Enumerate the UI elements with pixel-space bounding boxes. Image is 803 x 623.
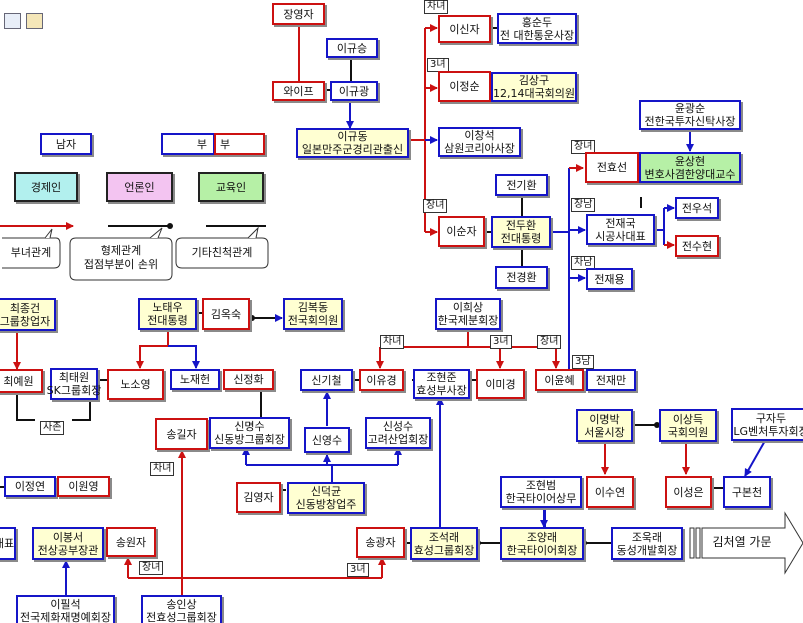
legend-couple-left: 부 xyxy=(161,133,215,155)
gimcheoyeol-arrow-shape xyxy=(689,511,803,575)
tag-3nyeo-mid: 3녀 xyxy=(490,335,512,349)
box-songwonja: 송원자 xyxy=(106,527,156,557)
box-iseongeun: 이성은 xyxy=(665,476,712,508)
box-gimoksuk: 김옥숙 xyxy=(202,298,250,330)
tag-jangnyeo-mid2: 장녀 xyxy=(537,335,562,349)
legend-media: 언론인 xyxy=(106,172,173,202)
mail-icon[interactable] xyxy=(4,13,21,29)
box-songgilja: 송길자 xyxy=(155,418,208,450)
box-igyugwang: 이규광 xyxy=(330,81,378,101)
legend-label-other: 기타친척관계 xyxy=(191,246,253,259)
label-gimcheoyeol[interactable]: 김처열 가문 xyxy=(712,535,772,549)
box-isunja: 이순자 xyxy=(438,216,485,247)
tag-jangnyeo-mid: 장녀 xyxy=(423,199,448,213)
tag-jangnam: 장남 xyxy=(571,198,596,212)
box-ijeongsun: 이정순 xyxy=(438,71,491,102)
legend-educator: 교육인 xyxy=(198,172,264,202)
tag-3nyeo-low: 3녀 xyxy=(347,563,369,577)
tag-chanam: 차남 xyxy=(571,256,596,270)
box-singicheol: 신기철 xyxy=(300,369,353,391)
box-jeonjaeman: 전재만 xyxy=(586,369,636,391)
box-gimyeongja: 김영자 xyxy=(236,482,281,513)
legend-couple-right: 부 xyxy=(214,133,265,155)
box-left-cut: 대표 xyxy=(0,527,16,560)
box-isinja: 이신자 xyxy=(438,15,491,43)
box-jeongihwan: 전기환 xyxy=(495,174,548,196)
box-jeonjaeyong: 전재용 xyxy=(586,268,633,290)
print-icon[interactable] xyxy=(26,13,43,29)
box-igyuseung: 이규승 xyxy=(326,38,378,58)
box-sinyeongsu: 신영수 xyxy=(304,427,350,453)
tag-3nyeo: 3녀 xyxy=(427,58,449,72)
tag-jangnyeo-right: 장녀 xyxy=(571,140,596,154)
box-gubonchun: 구본천 xyxy=(723,476,771,508)
box-ijeongyeon: 이정연 xyxy=(4,476,56,497)
box-jeonuseok: 전우석 xyxy=(675,197,719,219)
box-imigyeong: 이미경 xyxy=(476,369,525,399)
legend-male-box: 남자 xyxy=(40,133,92,155)
tag-chanyeo: 차녀 xyxy=(424,0,449,14)
box-songgwangja: 송광자 xyxy=(356,527,405,558)
box-iwonyeong: 이원영 xyxy=(57,476,110,497)
box-isuyeon: 이수연 xyxy=(586,476,634,508)
legend-label-parent-child: 부녀관계 xyxy=(10,246,52,259)
box-nojaeheon: 노재헌 xyxy=(170,369,220,390)
legend-economist: 경제인 xyxy=(14,172,78,202)
box-jeongyeonghwan: 전경환 xyxy=(495,266,548,289)
box-jeonsuhyeon: 전수현 xyxy=(675,235,719,257)
tag-chanyeo-mid: 차녀 xyxy=(380,335,405,349)
box-jangyeongja: 장영자 xyxy=(272,3,325,25)
box-iyugyeong: 이유경 xyxy=(359,369,404,391)
tag-chanyeo-low: 차녀 xyxy=(150,462,175,476)
box-choeyewon: 최예원 xyxy=(0,369,43,393)
box-iyunhye: 이윤혜 xyxy=(535,369,584,391)
tag-jangnyeo-low: 장녀 xyxy=(139,561,164,575)
box-nosoyeong: 노소영 xyxy=(107,369,164,400)
tag-sachon: 사촌 xyxy=(40,421,65,435)
box-sinjeonghwa: 신정화 xyxy=(223,369,274,390)
box-jeonhyoseon: 전효선 xyxy=(585,152,639,183)
tag-3nam: 3남 xyxy=(572,355,594,369)
box-waipeu: 와이프 xyxy=(272,81,325,101)
